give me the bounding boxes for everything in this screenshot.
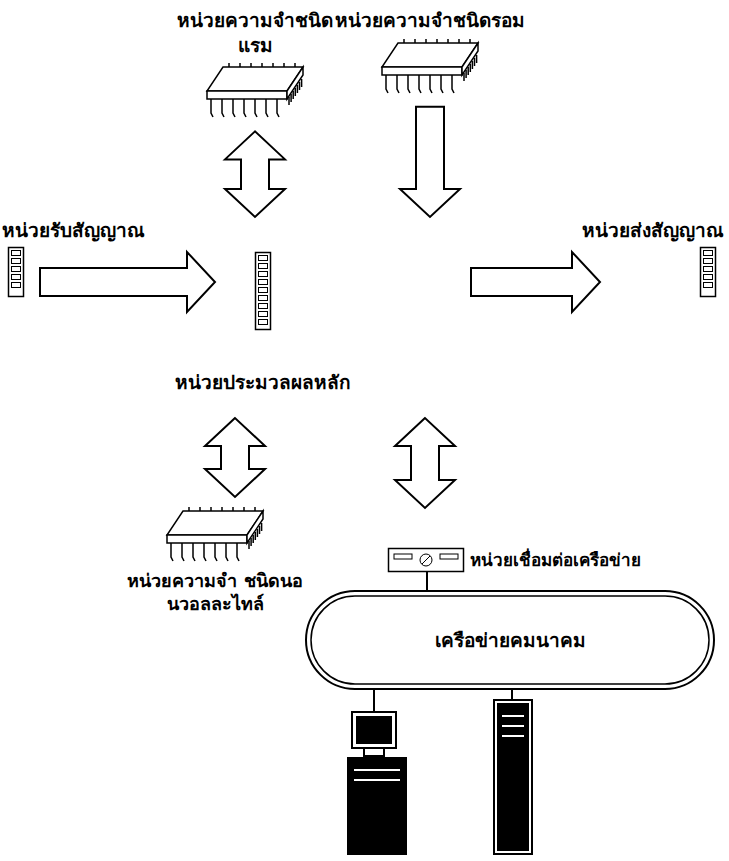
node-label: หน่วยเชื่อมต่อเครือข่าย bbox=[470, 549, 641, 571]
chip-drawing bbox=[205, 61, 305, 121]
node-label: หน่วยความจำชนิดรอม bbox=[335, 8, 525, 33]
output-unit: หน่วยส่งสัญญาณ bbox=[470, 218, 724, 297]
network-wire bbox=[426, 572, 428, 590]
network-loop: เครือข่ายคมนาคม bbox=[305, 590, 715, 690]
rom-chip: หน่วยความจำชนิดรอม bbox=[335, 8, 525, 97]
bar-symbol bbox=[700, 247, 716, 297]
network-interface: หน่วยเชื่อมต่อเครือข่าย bbox=[388, 548, 724, 572]
node-label: หน่วยส่งสัญญาณ bbox=[582, 218, 724, 243]
ram-chip: หน่วยความจำชนิดแรม bbox=[160, 8, 350, 121]
node-label: หน่วยประมวลผลหลัก bbox=[175, 370, 351, 395]
bar-drawing bbox=[700, 247, 716, 297]
node-label: เครือข่ายคมนาคม bbox=[435, 628, 586, 653]
chip-symbol bbox=[165, 505, 265, 565]
node-label: หน่วยความจำชนิดแรม bbox=[160, 8, 350, 57]
network-wire bbox=[511, 690, 513, 700]
bar-symbol bbox=[8, 247, 24, 297]
server-tower bbox=[494, 700, 532, 854]
node-label: หน่วยความจำ ชนิดนอนวอลละไทล์ bbox=[120, 569, 310, 616]
netbox-symbol bbox=[388, 548, 464, 572]
network-wire bbox=[373, 690, 375, 712]
nonvolatile-memory-chip: หน่วยความจำ ชนิดนอนวอลละไทล์ bbox=[120, 505, 310, 616]
bar-drawing bbox=[255, 252, 271, 330]
node-label: หน่วยรับสัญญาณ bbox=[2, 218, 145, 243]
chip-drawing bbox=[380, 37, 480, 97]
bar-symbol bbox=[255, 252, 271, 330]
block-arrow bbox=[40, 252, 215, 312]
block-arrow bbox=[205, 418, 265, 497]
bar-drawing bbox=[8, 247, 24, 297]
chip-symbol bbox=[205, 61, 305, 121]
block-arrow bbox=[471, 252, 600, 312]
input-unit: หน่วยรับสัญญาณ bbox=[2, 218, 182, 297]
chip-drawing bbox=[165, 505, 265, 565]
netbox-drawing bbox=[388, 548, 464, 572]
cpu-unit: หน่วยประมวลผลหลัก bbox=[163, 252, 363, 395]
block-arrow bbox=[395, 418, 455, 508]
block-arrow bbox=[400, 107, 460, 217]
chip-symbol bbox=[380, 37, 480, 97]
desktop-computer bbox=[348, 712, 406, 854]
block-arrow bbox=[225, 131, 285, 217]
